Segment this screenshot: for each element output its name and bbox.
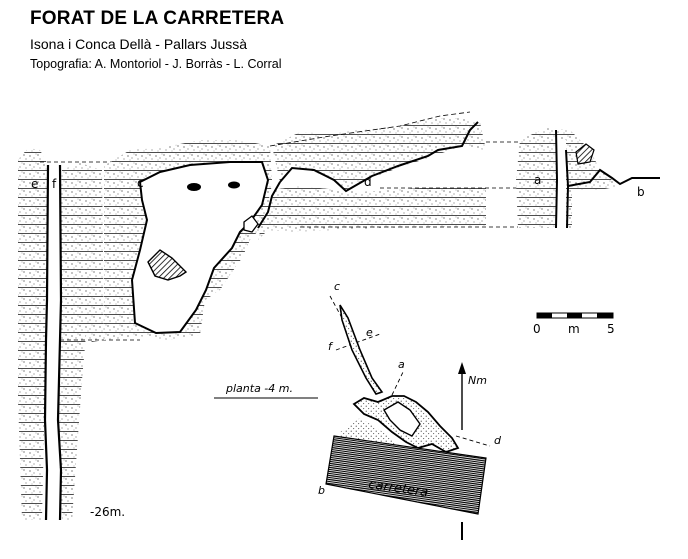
- entrance-surface: [567, 168, 660, 187]
- plan-axis-a: [391, 369, 405, 396]
- scale-five: 5: [607, 322, 615, 336]
- scale-bar-segment: [567, 313, 582, 318]
- plan-title: planta -4 m.: [225, 382, 293, 395]
- gallery-roof-line: [279, 121, 479, 193]
- gallery-rock-lower: [258, 186, 486, 240]
- entrance-wall-west: [555, 129, 559, 229]
- scale-unit: m: [568, 322, 580, 336]
- chamber-rock-blob: [187, 183, 201, 191]
- north-label: Nm: [468, 374, 487, 387]
- entrance-block-hatched: [575, 143, 595, 165]
- survey-title: FORAT DE LA CARRETERA: [30, 8, 285, 29]
- left-shaft-wall-west: [43, 164, 50, 521]
- plan-label-e: e: [366, 326, 373, 339]
- left-shaft: [18, 148, 140, 521]
- section-label-f: f: [52, 177, 57, 191]
- section-label-d: d: [364, 175, 372, 189]
- plan-view: planta -4 m. c e f a d b carretera Nm: [214, 280, 502, 540]
- plan-label-c: c: [334, 280, 340, 293]
- plan-axis-d: [455, 435, 491, 447]
- plan-road: [325, 435, 487, 515]
- section-label-a: a: [534, 173, 541, 187]
- depth-label: -26m.: [90, 505, 125, 519]
- entrance-shaft: [516, 128, 660, 229]
- gallery-rock-upper: [272, 118, 486, 190]
- scale-bar-segment: [537, 313, 552, 318]
- chamber-block-hatched: [147, 249, 188, 281]
- survey-credits: Topografia: A. Montoriol - J. Borràs - L…: [30, 57, 282, 71]
- middle-gallery: [257, 111, 530, 240]
- left-shaft-wall-east: [56, 164, 63, 521]
- plan-axis-ef: [335, 333, 381, 351]
- scale-bar-segment: [597, 313, 613, 318]
- plan-label-d: d: [494, 434, 502, 447]
- scale-zero: 0: [533, 322, 541, 336]
- scale-bar: 0 m 5: [533, 312, 615, 336]
- gallery-ceiling-dash: [269, 111, 471, 147]
- chamber-rock-blob: [228, 181, 240, 189]
- left-shaft-rock-east: [58, 163, 104, 520]
- left-shaft-void: [44, 165, 62, 520]
- plan-passage: [339, 304, 384, 395]
- gallery-floor-line: [257, 181, 281, 229]
- section-label-b: b: [637, 185, 645, 199]
- north-arrow-icon: [458, 362, 466, 374]
- chamber-void: [130, 161, 270, 335]
- chamber-small-block: [243, 215, 259, 233]
- section-label-c: c: [137, 176, 144, 190]
- left-shaft-rock-west: [18, 148, 48, 520]
- plan-inner-wall: [383, 401, 421, 437]
- entrance-void: [556, 140, 566, 228]
- section-label-e: e: [31, 177, 38, 191]
- gallery-void: [258, 146, 486, 228]
- survey-location: Isona i Conca Dellà - Pallars Jussà: [30, 36, 248, 52]
- main-chamber: [104, 140, 272, 340]
- plan-label-f: f: [328, 340, 334, 353]
- plan-label-b: b: [318, 484, 325, 497]
- plan-label-a: a: [398, 358, 405, 371]
